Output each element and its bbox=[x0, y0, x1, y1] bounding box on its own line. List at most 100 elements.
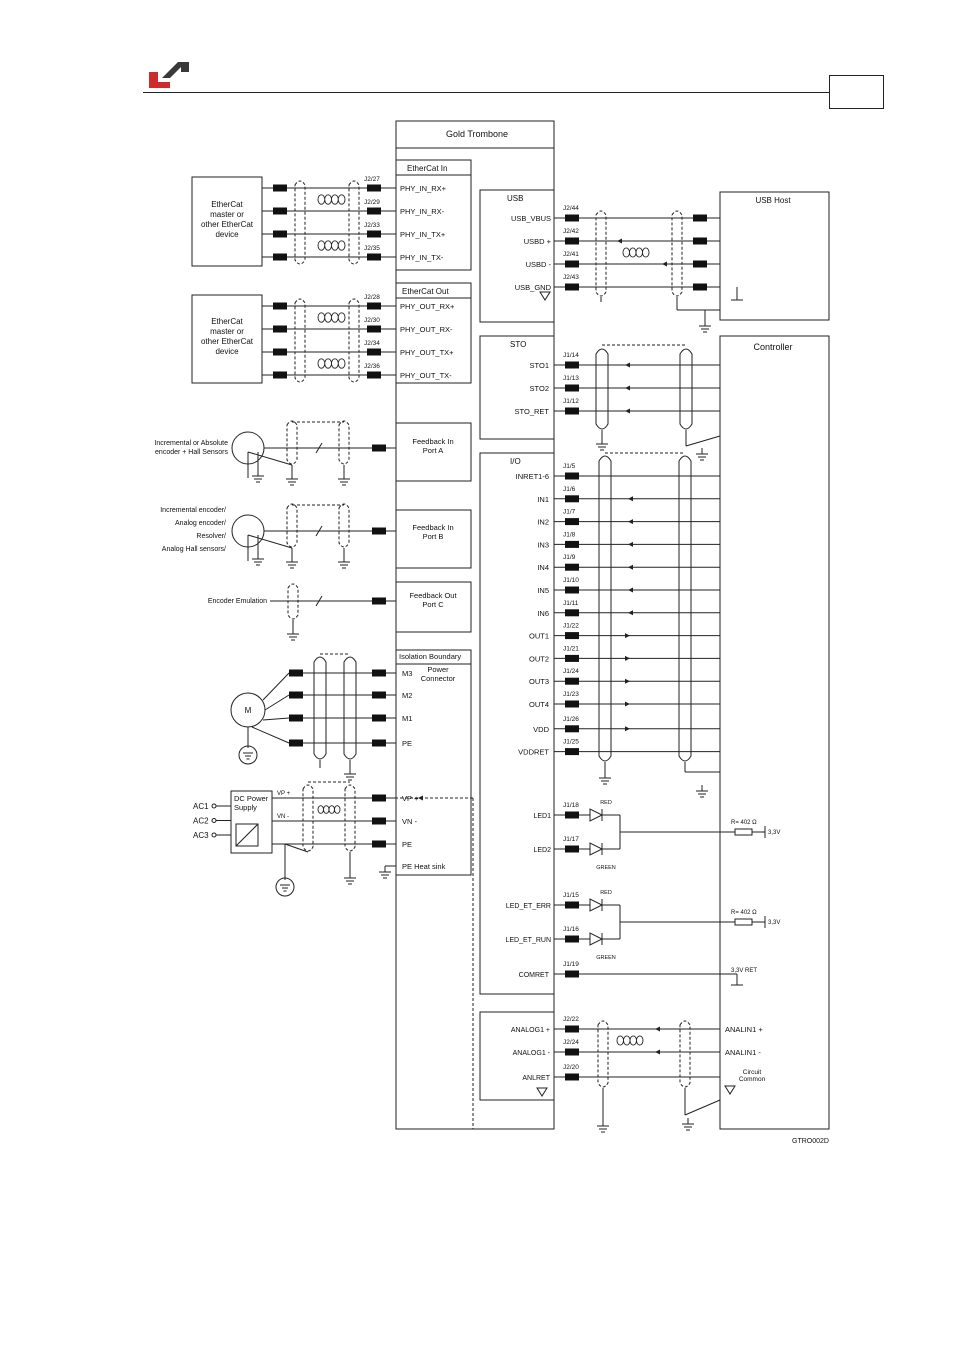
resistor-0 bbox=[734, 828, 753, 836]
io-arrow-2 bbox=[628, 519, 633, 525]
led-pin-0 bbox=[565, 811, 579, 819]
vn-small-label: VN - bbox=[277, 814, 289, 820]
sto-pin-label-2: J1/12 bbox=[563, 398, 579, 405]
motor-pin-label-1: M2 bbox=[402, 691, 412, 700]
io-arrow-3 bbox=[628, 541, 633, 547]
ac-label-0: AC1 bbox=[193, 802, 209, 811]
led-pin-2 bbox=[565, 901, 579, 909]
power-drain-join bbox=[284, 843, 309, 853]
io-arrow-9 bbox=[625, 678, 630, 684]
ethercat-out-twisted-2 bbox=[317, 358, 346, 369]
ethercat-in-pin-label-0: J2/27 bbox=[364, 176, 380, 183]
pe-pin bbox=[372, 840, 386, 848]
ethercat-out-pin-ext-0 bbox=[273, 302, 287, 310]
ethercat-out-pin-2 bbox=[367, 348, 381, 356]
motor-earth bbox=[238, 745, 258, 765]
ethercat-in-pin-ext-1 bbox=[273, 207, 287, 215]
ethercat-out-twisted-0 bbox=[317, 312, 346, 323]
analog-pin-2 bbox=[565, 1073, 579, 1081]
ethercat-out-pin-ext-3 bbox=[273, 371, 287, 379]
analog-shield-left bbox=[597, 1020, 609, 1088]
io-pin-8 bbox=[565, 654, 579, 662]
usb-host-title: USB Host bbox=[755, 196, 791, 205]
io-arrow-5 bbox=[628, 587, 633, 593]
ethercat-device-2-box bbox=[191, 294, 263, 384]
sto-pin-2 bbox=[565, 407, 579, 415]
analog-drain bbox=[684, 1099, 721, 1116]
ethercat-in-pin-label-2: J2/33 bbox=[364, 222, 380, 229]
led-symbol-0 bbox=[589, 808, 604, 822]
usb-arrow-2 bbox=[662, 261, 667, 267]
motor-pin-1 bbox=[372, 691, 386, 699]
usb-host-pin-1 bbox=[693, 237, 707, 245]
usb-pin-2 bbox=[565, 260, 579, 268]
io-arrow-11 bbox=[625, 726, 630, 732]
ethercat-in-twisted-2 bbox=[317, 240, 346, 251]
ethercat-device-2-line-1: EtherCat bbox=[211, 317, 243, 326]
company-logo bbox=[148, 60, 194, 95]
comret-ret-label: 3,3V RET bbox=[731, 968, 757, 974]
io-signal-3: IN3 bbox=[537, 540, 549, 549]
ac-terminal-0 bbox=[211, 803, 217, 809]
analog-box bbox=[479, 1011, 555, 1101]
ethercat-in-signal-2: PHY_IN_TX+ bbox=[400, 230, 446, 239]
power-shield-left bbox=[302, 784, 314, 852]
analog-arrow-1 bbox=[655, 1026, 660, 1032]
comret-pin bbox=[565, 970, 579, 978]
io-pin-1 bbox=[565, 495, 579, 503]
io-pin-11 bbox=[565, 725, 579, 733]
usb-signal-1: USBD + bbox=[524, 237, 552, 246]
led-color-2: RED bbox=[600, 890, 612, 896]
page-number-box bbox=[829, 75, 884, 109]
comret-pin-label: J1/19 bbox=[563, 961, 579, 968]
led-symbol-1 bbox=[589, 842, 604, 856]
io-pin-10 bbox=[565, 700, 579, 708]
motor-pin-label-0: M3 bbox=[402, 669, 412, 678]
io-arrow-4 bbox=[628, 564, 633, 570]
io-arrow-7 bbox=[625, 633, 630, 639]
ethercat-out-pin-label-0: J2/28 bbox=[364, 294, 380, 301]
ethercat-in-signal-1: PHY_IN_RX- bbox=[400, 207, 445, 216]
analog-pin-label-1: J2/24 bbox=[563, 1039, 579, 1046]
ethercat-in-pin-1 bbox=[367, 207, 381, 215]
ethercat-out-shield-right bbox=[348, 298, 360, 383]
motor-lead-3 bbox=[262, 717, 290, 721]
motor-lead-1 bbox=[262, 672, 290, 701]
ethercat-out-signal-0: PHY_OUT_RX+ bbox=[400, 302, 455, 311]
io-pin-12 bbox=[565, 748, 579, 756]
ethercat-out-title: EtherCat Out bbox=[402, 287, 449, 296]
usb-host-box bbox=[719, 191, 830, 321]
power-pin-label-3: PE Heat sink bbox=[402, 862, 446, 871]
ethercat-out-pin-label-1: J2/30 bbox=[364, 317, 380, 324]
controller-box bbox=[719, 335, 830, 1130]
motor-pin-label-2: M1 bbox=[402, 714, 412, 723]
io-title: I/O bbox=[510, 457, 521, 466]
io-signal-0: INRET1-6 bbox=[516, 472, 549, 481]
ethercat-in-twisted-0 bbox=[317, 194, 346, 205]
feedback-b-drain bbox=[247, 534, 293, 549]
usb-host-pin-3 bbox=[693, 283, 707, 291]
ethercat-in-shield-left bbox=[294, 180, 306, 265]
ethercat-device-1-line-4: device bbox=[215, 230, 239, 239]
ethercat-out-pin-0 bbox=[367, 302, 381, 310]
v33-label-1: 3,3V bbox=[768, 920, 780, 926]
diagram-static bbox=[191, 120, 830, 1130]
feedback-c-line-1: Feedback Out bbox=[409, 591, 457, 600]
vp-arrow bbox=[418, 795, 423, 801]
usb-box bbox=[479, 189, 555, 323]
analog-arrow-2 bbox=[655, 1049, 660, 1055]
ethercat-in-signal-3: PHY_IN_TX- bbox=[400, 253, 444, 262]
gold-trombone-title: Gold Trombone bbox=[446, 129, 508, 139]
ethercat-in-box bbox=[395, 159, 472, 271]
ethercat-in-pin-label-1: J2/29 bbox=[364, 199, 380, 206]
io-pin-label-2: J1/7 bbox=[563, 509, 576, 516]
feedback-a-box bbox=[395, 422, 472, 482]
motor-ext-pin-1 bbox=[289, 691, 303, 699]
power-earth bbox=[275, 877, 295, 897]
feedback-c-box bbox=[395, 581, 472, 633]
io-signal-4: IN4 bbox=[537, 563, 549, 572]
ethercat-in-pin-2 bbox=[367, 230, 381, 238]
power-connector-line-1: Power bbox=[427, 665, 449, 674]
sensor-b-line-3: Resolver/ bbox=[196, 533, 226, 540]
